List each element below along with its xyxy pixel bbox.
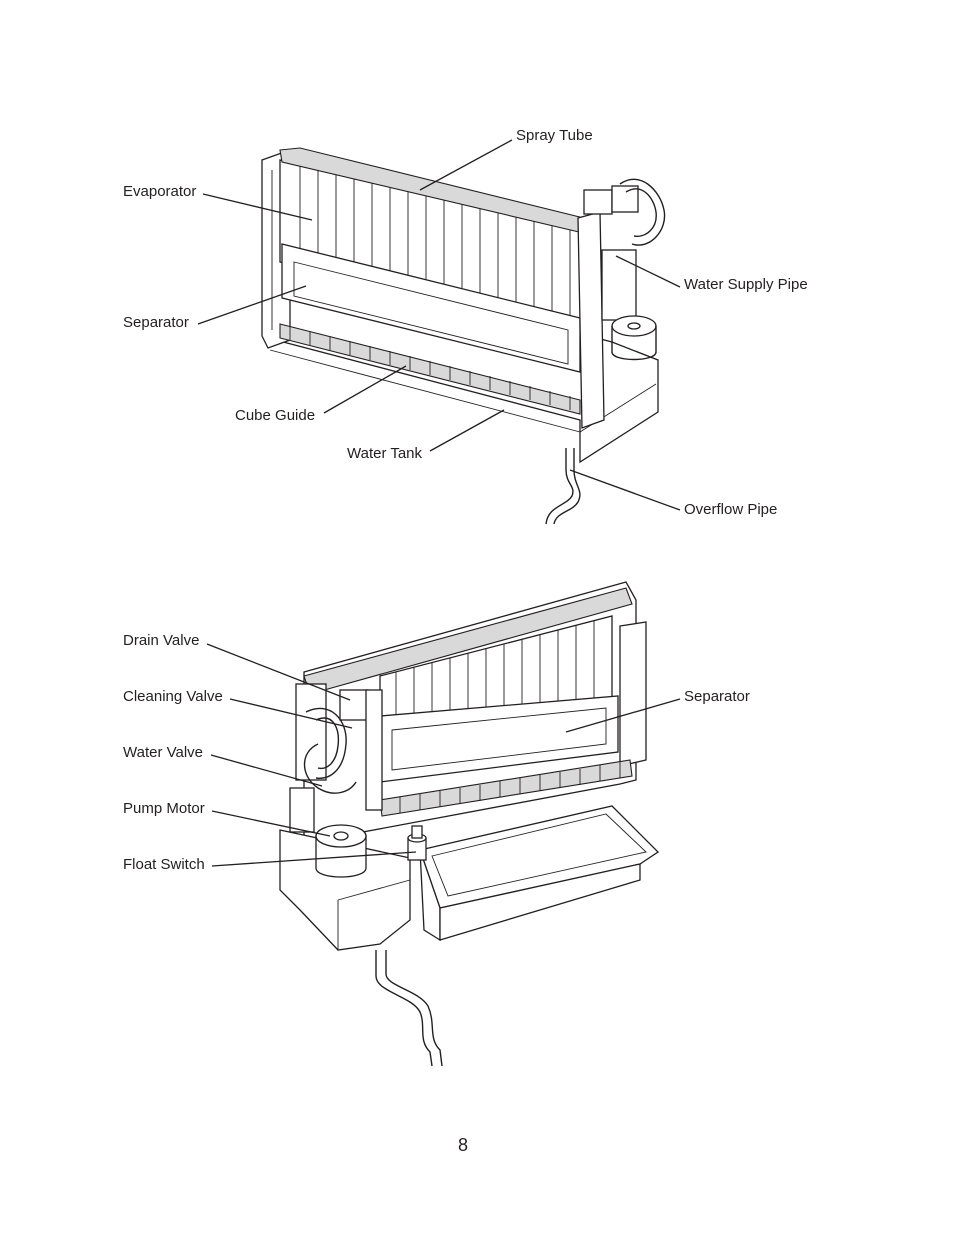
top-leader-lines <box>197 139 681 511</box>
leader-overflow-pipe <box>569 469 681 511</box>
lower-tank <box>279 829 411 951</box>
leader-evaporator <box>202 193 313 221</box>
label-evaporator: Evaporator <box>123 183 197 200</box>
label-separator-bottom: Separator <box>684 688 750 705</box>
leader-spray-tube <box>419 139 513 191</box>
label-water-tank: Water Tank <box>347 445 423 462</box>
bottom-leader-lines <box>206 643 681 867</box>
leader-water-supply-pipe <box>615 255 681 288</box>
drain-pipe <box>375 950 433 1067</box>
leader-separator-top <box>197 285 307 325</box>
label-water-supply-pipe: Water Supply Pipe <box>684 276 808 293</box>
leader-cleaning-valve <box>229 698 353 729</box>
label-spray-tube: Spray Tube <box>516 127 593 144</box>
label-float-switch: Float Switch <box>123 856 205 873</box>
page-number: 8 <box>458 1135 469 1155</box>
label-overflow-pipe: Overflow Pipe <box>684 501 778 518</box>
right-frame <box>577 211 605 429</box>
bottom-assembly-illustration <box>279 581 660 1067</box>
separator-plate <box>281 243 581 373</box>
evaporator-fins <box>299 166 571 324</box>
cube-guide-teeth <box>289 326 571 410</box>
label-cube-guide: Cube Guide <box>235 407 316 424</box>
label-separator-top: Separator <box>123 314 189 331</box>
cube-guide-teeth-rear <box>399 762 621 813</box>
left-valve-cluster <box>289 683 383 833</box>
overflow-pipe <box>545 448 574 525</box>
right-valve-cluster <box>583 178 666 361</box>
label-water-valve: Water Valve <box>123 744 204 761</box>
leader-cube-guide <box>323 365 407 414</box>
top-assembly-illustration <box>261 147 666 525</box>
leader-float-switch <box>211 851 417 867</box>
leader-separator-bottom <box>565 698 681 733</box>
label-cleaning-valve: Cleaning Valve <box>123 688 223 705</box>
leader-drain-valve <box>206 643 351 701</box>
leader-pump-motor <box>211 810 331 837</box>
label-pump-motor: Pump Motor <box>123 800 205 817</box>
leader-water-valve <box>210 754 323 787</box>
leader-water-tank <box>429 409 505 452</box>
label-drain-valve: Drain Valve <box>123 632 200 649</box>
pump-motor <box>315 824 367 878</box>
float-switch <box>407 825 427 861</box>
